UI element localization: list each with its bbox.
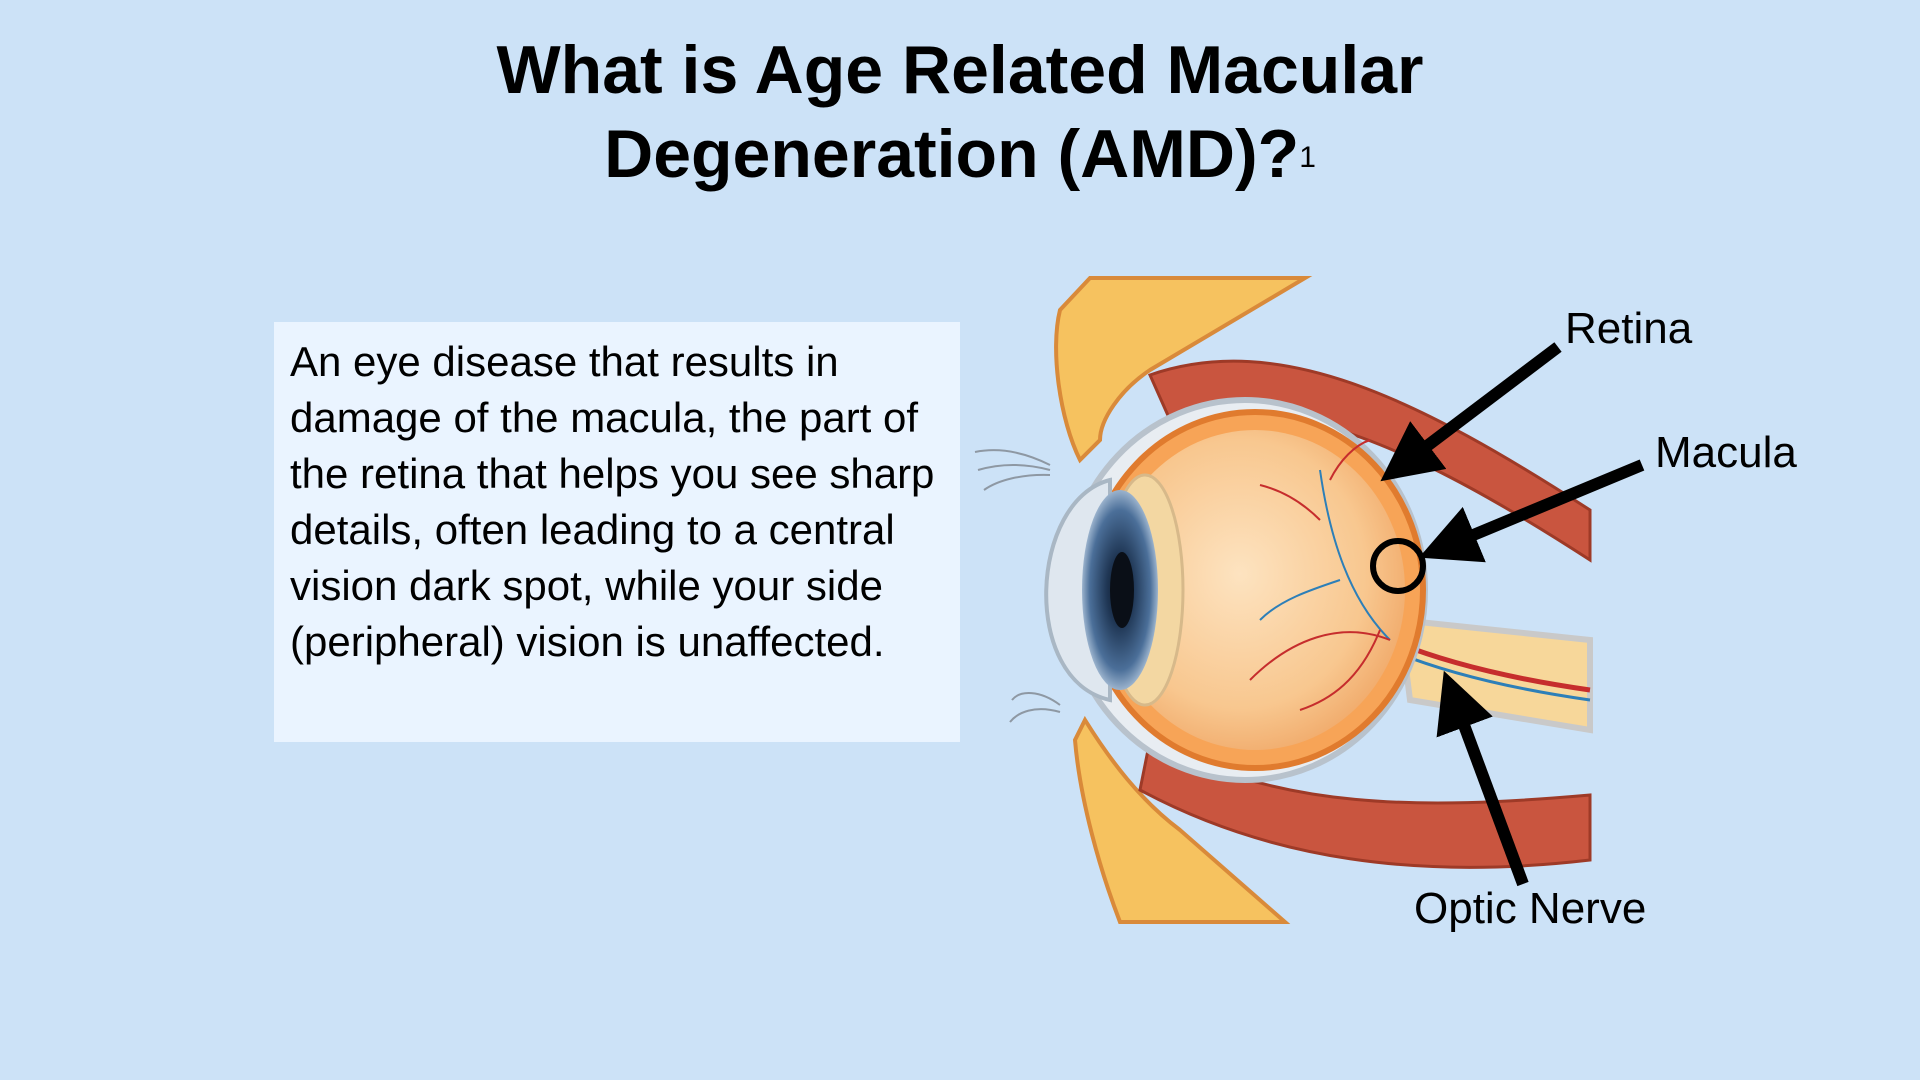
- title-line-2: Degeneration (AMD)?1: [0, 112, 1920, 196]
- upper-orbital-bone: [1054, 276, 1313, 464]
- description-box: An eye disease that results in damage of…: [274, 322, 960, 742]
- title-line-1: What is Age Related Macular: [496, 32, 1424, 108]
- retinal-vessels: [1249, 439, 1391, 711]
- label-macula: Macula: [1655, 428, 1797, 477]
- lower-orbital-bone: [1072, 715, 1291, 924]
- macula-arrow: [1418, 459, 1645, 563]
- eyelashes: [974, 449, 1061, 723]
- footnote-marker: 1: [1299, 141, 1316, 174]
- label-retina: Retina: [1565, 304, 1693, 353]
- label-optic-nerve: Optic Nerve: [1414, 884, 1647, 933]
- lower-eye-muscle: [1138, 737, 1592, 869]
- vitreous-body: [1105, 430, 1405, 750]
- retina-arrow: [1380, 342, 1562, 482]
- macula-marker: [1370, 538, 1426, 594]
- description-text: An eye disease that results in damage of…: [290, 338, 935, 665]
- pupil: [1110, 552, 1134, 628]
- optic-nerve-arrow: [1436, 670, 1529, 887]
- page-title: What is Age Related Macular Degeneration…: [0, 28, 1920, 196]
- title-line-2-text: Degeneration (AMD)?: [604, 116, 1300, 192]
